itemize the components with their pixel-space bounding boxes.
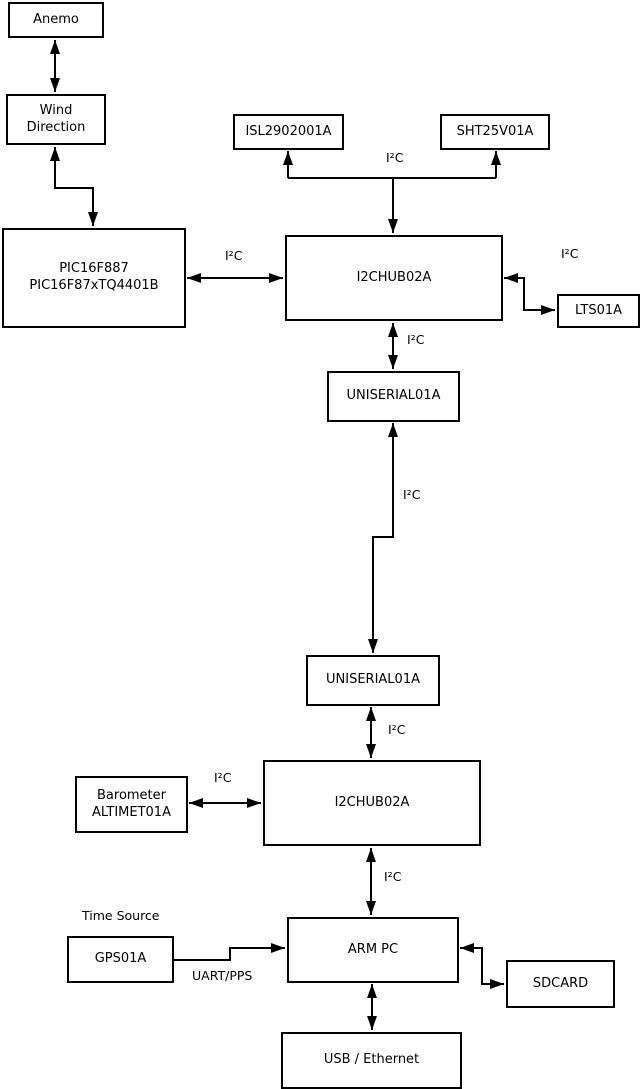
node-uniserial01a-2-label: UNISERIAL01A xyxy=(326,672,420,688)
node-wind-direction: Wind Direction xyxy=(6,94,106,145)
node-uniserial01a-1-label: UNISERIAL01A xyxy=(346,388,441,404)
edge-label-i2c-barometer-hub2: I²C xyxy=(214,770,232,785)
node-i2chub02a-2-label: I2CHUB02A xyxy=(334,794,410,810)
node-pic16f887-label: PIC16F887 PIC16F87xTQ4401B xyxy=(29,261,159,293)
node-sdcard: SDCARD xyxy=(506,960,615,1008)
node-uniserial01a-1: UNISERIAL01A xyxy=(327,371,460,422)
node-barometer-altimet01a-label: Barometer ALTIMET01A xyxy=(92,787,171,820)
node-uniserial01a-2: UNISERIAL01A xyxy=(306,655,440,706)
node-sht25v01a-label: SHT25V01A xyxy=(456,123,534,139)
node-wind-direction-label: Wind Direction xyxy=(26,102,86,135)
annotation-time-source: Time Source xyxy=(82,908,160,923)
node-gps01a-label: GPS01A xyxy=(94,951,147,967)
edge-label-i2c-hub2-armpc: I²C xyxy=(384,869,402,884)
node-lts01a: LTS01A xyxy=(557,294,640,328)
node-i2chub02a-1-label: I2CHUB02A xyxy=(356,269,432,285)
edge-label-i2c-pic-hub1: I²C xyxy=(225,248,243,263)
node-pic16f887: PIC16F887 PIC16F87xTQ4401B xyxy=(2,228,186,328)
node-isl2902001a: ISL2902001A xyxy=(233,114,344,150)
edge-label-i2c-hub1-right: I²C xyxy=(561,246,579,261)
node-i2chub02a-2: I2CHUB02A xyxy=(263,760,481,846)
node-barometer-altimet01a: Barometer ALTIMET01A xyxy=(75,776,188,833)
node-usb-ethernet: USB / Ethernet xyxy=(281,1032,462,1089)
edge-label-i2c-uniserial2-hub2: I²C xyxy=(388,722,406,737)
node-arm-pc: ARM PC xyxy=(287,917,459,983)
node-sht25v01a: SHT25V01A xyxy=(440,114,550,150)
edge-label-uart-pps: UART/PPS xyxy=(192,968,253,983)
edge-label-i2c-uniserial-link: I²C xyxy=(403,487,421,502)
node-anemo-label: Anemo xyxy=(33,11,79,27)
node-anemo: Anemo xyxy=(8,2,104,38)
node-lts01a-label: LTS01A xyxy=(574,302,623,318)
edge-label-i2c-sensors-top: I²C xyxy=(386,150,404,165)
node-arm-pc-label: ARM PC xyxy=(347,941,399,957)
node-sdcard-label: SDCARD xyxy=(532,975,589,991)
node-usb-ethernet-label: USB / Ethernet xyxy=(323,1052,420,1068)
node-gps01a: GPS01A xyxy=(67,936,174,983)
node-isl2902001a-label: ISL2902001A xyxy=(245,123,332,139)
node-i2chub02a-1: I2CHUB02A xyxy=(285,235,503,321)
edge-label-i2c-hub1-uniserial1: I²C xyxy=(407,332,425,347)
